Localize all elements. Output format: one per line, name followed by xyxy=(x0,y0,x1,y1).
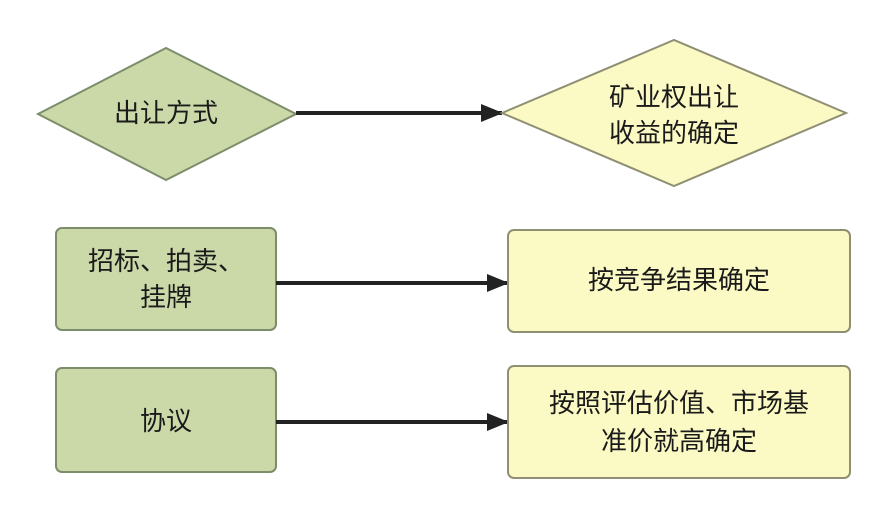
revenue-label-line2: 收益的确定 xyxy=(609,119,739,149)
competition-result-box xyxy=(507,229,851,333)
bidding-box xyxy=(55,227,277,331)
assessment-label-line2: 准价就高确定 xyxy=(601,427,757,457)
revenue-label-line1: 矿业权出让 xyxy=(609,83,739,113)
bidding-label-line2: 挂牌 xyxy=(140,283,192,313)
competition-result-label: 按竞争结果确定 xyxy=(588,266,770,296)
assessment-box xyxy=(507,365,851,479)
method-label: 出让方式 xyxy=(114,99,218,129)
assessment-label-line1: 按照评估价值、市场基 xyxy=(549,389,809,419)
revenue-diamond xyxy=(499,38,849,188)
agreement-label: 协议 xyxy=(140,407,192,437)
bidding-label-line1: 招标、拍卖、 xyxy=(88,247,244,277)
